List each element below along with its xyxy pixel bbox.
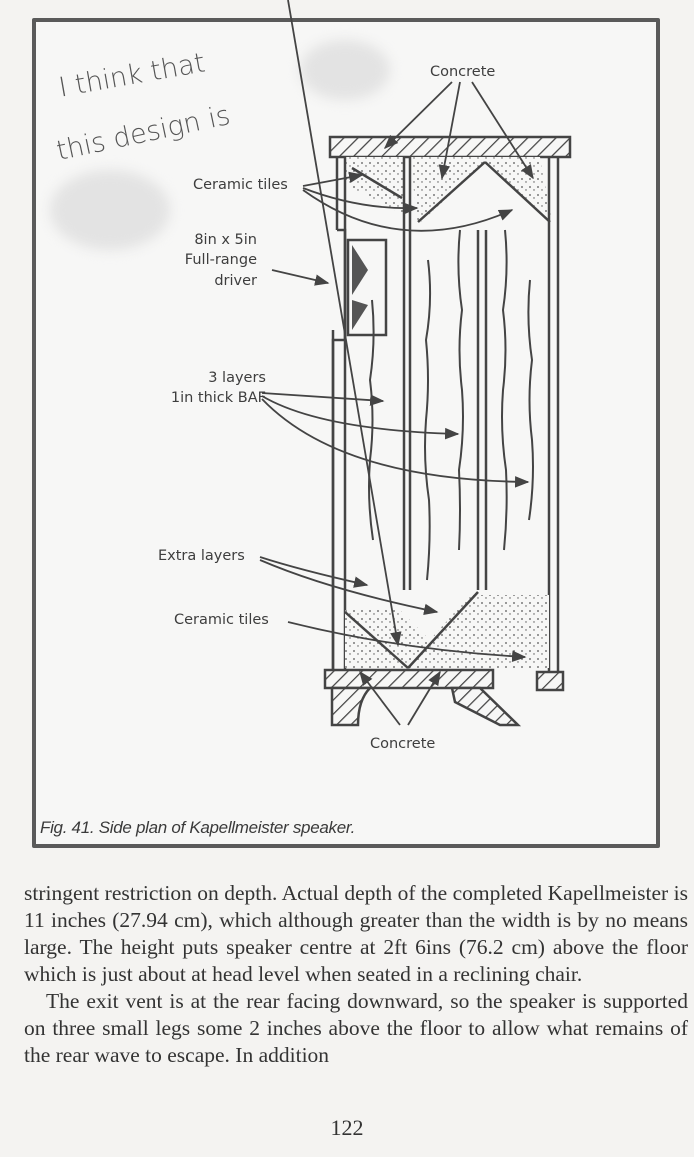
label-concrete-top: Concrete	[430, 64, 496, 80]
label-driver-line3: driver	[214, 273, 257, 289]
concrete-bottom-fill	[345, 595, 549, 668]
label-ceramic-tiles-bottom: Ceramic tiles	[174, 612, 269, 628]
erasure-smudge	[300, 40, 390, 100]
label-baf-line2: 1in thick BAF	[170, 390, 266, 406]
paragraph-2: The exit vent is at the rear facing down…	[24, 989, 688, 1067]
body-text: stringent restriction on depth. Actual d…	[24, 880, 688, 1069]
speaker-diagram	[259, 0, 572, 727]
label-driver-line2: Full-range	[184, 252, 257, 268]
label-driver-line1: 8in x 5in	[194, 232, 257, 248]
paragraph-1: stringent restriction on depth. Actual d…	[24, 881, 688, 986]
page-number: 122	[330, 1115, 364, 1140]
base-plinth	[323, 668, 495, 690]
label-ceramic-tiles-top: Ceramic tiles	[193, 177, 288, 193]
figure-caption: Fig. 41. Side plan of Kapellmeister spea…	[40, 818, 356, 837]
rear-foot	[535, 670, 565, 692]
label-extra-layers: Extra layers	[158, 548, 245, 564]
erasure-smudge	[50, 170, 170, 250]
rear-leg	[450, 686, 522, 727]
label-baf-line1: 3 layers	[208, 370, 266, 386]
label-concrete-bottom: Concrete	[370, 736, 436, 752]
front-leg	[330, 686, 374, 727]
